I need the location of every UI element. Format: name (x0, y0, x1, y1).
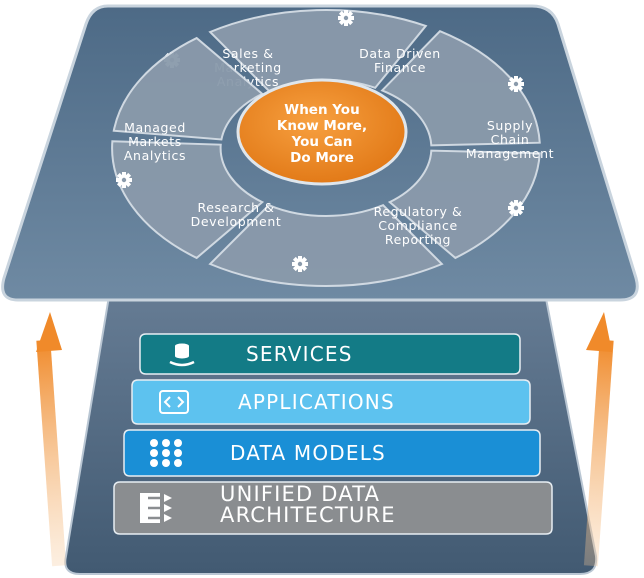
segment-label-line: Regulatory & (374, 204, 463, 219)
segment-label-line: Compliance (378, 218, 458, 233)
gear-icon (508, 76, 524, 92)
stack-layer-2: APPLICATIONS (131, 379, 531, 425)
segment-label-line: Managed (124, 120, 186, 135)
dot-grid-icon (150, 439, 182, 467)
hub-segment-1: Sales &MarketingAnalytics (164, 9, 428, 93)
stack-layer-label: UNIFIED DATA (220, 482, 380, 506)
center-text-line: Do More (290, 150, 354, 166)
segment-label-line: Reporting (385, 232, 451, 247)
left-upward-arrow (36, 312, 67, 567)
stack-layer-label: APPLICATIONS (238, 390, 395, 414)
center-text-line: Know More, (277, 118, 367, 134)
center-text-line: You Can (291, 134, 353, 150)
segment-label-line: Supply (487, 118, 533, 133)
segment-label-line: Markets (128, 134, 182, 149)
segment-label-line: Data Driven (359, 46, 441, 61)
segment-label-line: Development (191, 214, 282, 229)
segment-label-line: Finance (374, 60, 426, 75)
gear-icon (292, 256, 308, 272)
gear-icon (116, 172, 132, 188)
hub-segment-5: Research &Development (111, 140, 308, 272)
data-flow-icon (140, 493, 172, 523)
stack-layer-label: SERVICES (246, 342, 353, 366)
gear-icon (508, 200, 524, 216)
segment-label-line: Analytics (124, 148, 186, 163)
gear-icon (338, 10, 354, 26)
right-upward-arrow (583, 312, 614, 567)
stack-layer-3: DATA MODELS (123, 429, 541, 477)
center-text-line: When You (284, 102, 359, 118)
stack-layer-1: SERVICES (139, 333, 521, 375)
segment-label-line: Management (466, 146, 554, 161)
stack-layer-label: DATA MODELS (230, 441, 386, 465)
stack-layer-label: ARCHITECTURE (220, 503, 396, 527)
segment-label-line: Research & (197, 200, 274, 215)
code-window-icon (159, 390, 189, 414)
segment-label-line: Chain (491, 132, 530, 147)
segment-label-line: Sales & (222, 46, 273, 61)
database-hand-icon (169, 343, 195, 367)
